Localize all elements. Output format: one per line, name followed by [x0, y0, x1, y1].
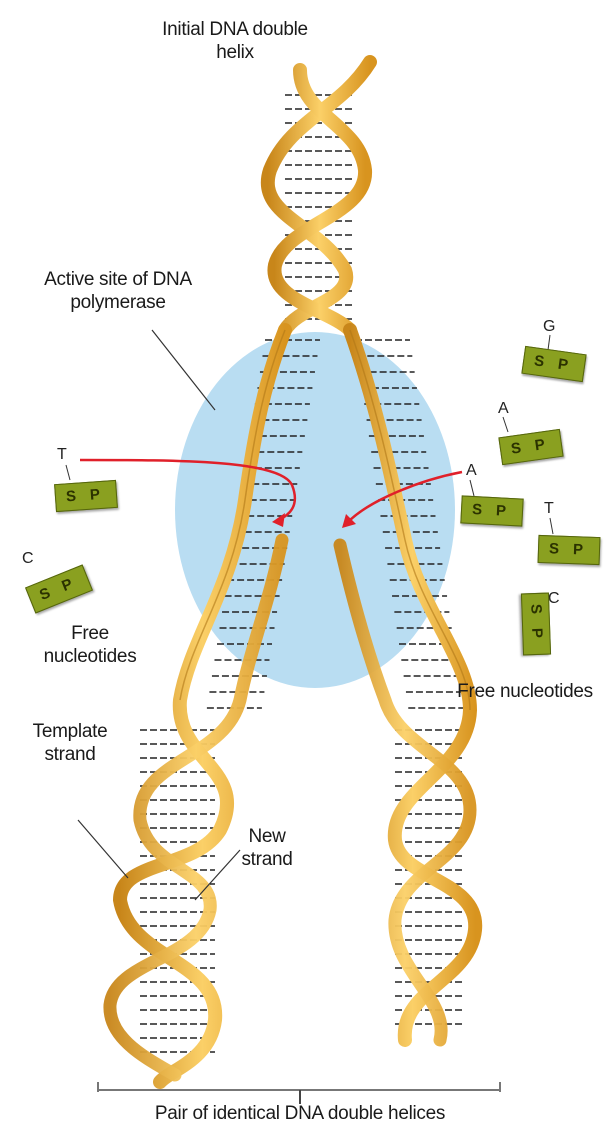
initial-helix-label: Initial DNA double helix [150, 18, 320, 64]
phosphate-label: P [573, 541, 584, 558]
nucleotide-base-t-right: T [544, 500, 554, 518]
phosphate-label: P [557, 356, 569, 374]
nucleotide-base-g-right: G [543, 318, 555, 336]
phosphate-label: P [496, 502, 507, 520]
nucleotide-base-c-left: C [22, 550, 34, 568]
sugar-label: S [549, 540, 560, 557]
free-nucleotides-right-label: Free nucleotides [450, 680, 600, 703]
sugar-label: S [510, 439, 522, 457]
nucleotide-base-a-right-2: A [466, 462, 477, 480]
phosphate-label: P [528, 628, 545, 639]
bottom-caption: Pair of identical DNA double helices [60, 1102, 540, 1125]
free-nucleotides-left-label: Free nucleotides [30, 622, 150, 668]
sugar-label: S [472, 501, 483, 519]
phosphate-label: P [59, 575, 75, 595]
active-site-label: Active site of DNA polymerase [18, 268, 218, 314]
free-nucleotide-c-right: S P [521, 593, 551, 656]
nucleotide-base-t-left: T [57, 446, 67, 464]
left-new-strand [110, 540, 282, 1075]
phosphate-label: P [89, 486, 100, 504]
nucleotide-base-c-right: C [548, 590, 560, 608]
free-nucleotide-a-right-2: S P [460, 495, 523, 526]
initial-helix [268, 62, 370, 330]
free-nucleotide-t-right: S P [538, 535, 601, 565]
template-strand-label: Template strand [10, 720, 130, 766]
sugar-label: S [527, 604, 544, 615]
sugar-label: S [65, 488, 76, 506]
active-site-leader-line [152, 330, 215, 410]
free-nucleotide-t-left: S P [54, 480, 118, 512]
new-strand-label: New strand [222, 825, 312, 871]
nucleotide-base-a-right-1: A [498, 400, 509, 418]
phosphate-label: P [534, 436, 546, 454]
sugar-label: S [37, 584, 53, 604]
sugar-label: S [533, 352, 545, 370]
template-strand-leader-line [78, 820, 128, 878]
polymerase-active-site [175, 332, 455, 688]
